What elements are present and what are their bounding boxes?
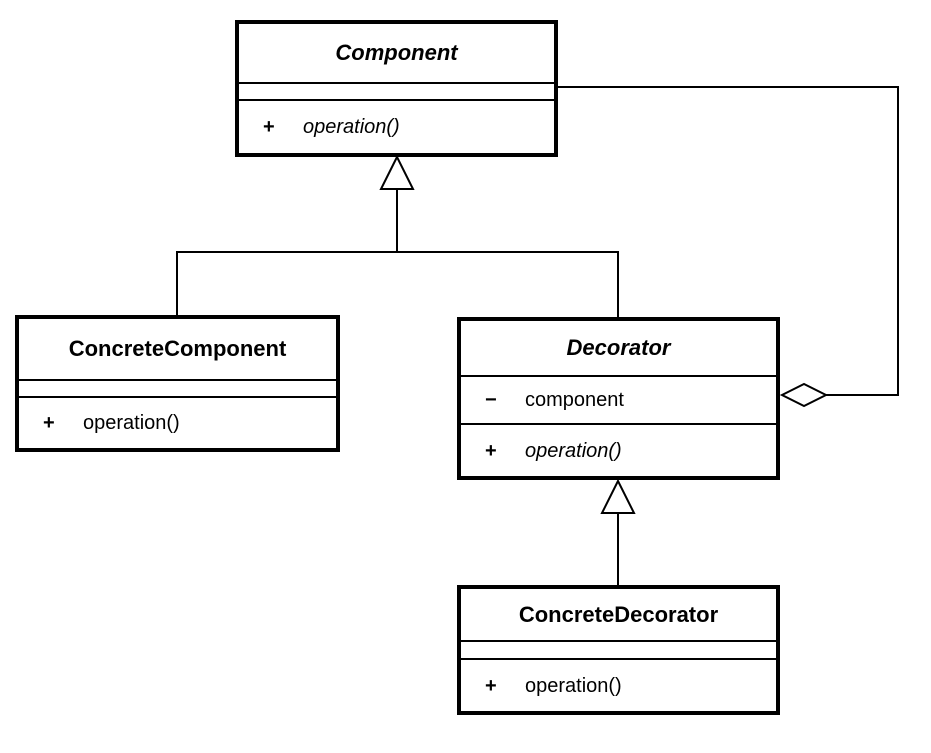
operations-compartment: + operation() <box>461 425 776 476</box>
class-name-concrete-component: ConcreteComponent <box>68 336 287 361</box>
attributes-compartment-empty <box>239 84 554 99</box>
class-box-concrete-component: ConcreteComponent + operation() <box>15 315 340 452</box>
attribute-row: − component <box>461 390 776 410</box>
compartment-separator <box>239 82 554 84</box>
generalization-to-component <box>176 154 619 317</box>
operations-compartment: + operation() <box>239 101 554 153</box>
compartment-separator <box>19 379 336 381</box>
visibility-marker: + <box>485 674 497 697</box>
aggregation-decorator-component <box>558 86 899 408</box>
operation-name: operation() <box>303 116 400 138</box>
attributes-compartment-empty <box>19 381 336 396</box>
hollow-diamond <box>779 382 829 408</box>
class-name-component: Component <box>335 40 458 65</box>
compartment-separator <box>461 658 776 660</box>
compartment-separator <box>239 99 554 101</box>
class-box-decorator: Decorator − component + operation() <box>457 317 780 480</box>
hollow-triangle-arrowhead <box>600 478 636 514</box>
class-box-component: Component + operation() <box>235 20 558 157</box>
operations-compartment: + operation() <box>19 398 336 448</box>
class-name-concrete-decorator: ConcreteDecorator <box>518 601 719 627</box>
visibility-marker: + <box>485 439 497 462</box>
compartment-separator <box>461 640 776 642</box>
attributes-compartment: − component <box>461 377 776 423</box>
hollow-triangle-arrowhead <box>379 154 415 190</box>
operation-row: + operation() <box>461 441 776 461</box>
class-box-concrete-decorator: ConcreteDecorator + operation() <box>457 585 780 715</box>
visibility-marker: + <box>43 412 55 434</box>
visibility-marker: − <box>485 389 497 411</box>
operation-row: + operation() <box>19 413 336 433</box>
operation-name: operation() <box>525 674 622 697</box>
operations-compartment: + operation() <box>461 660 776 711</box>
generalization-to-decorator <box>600 478 636 585</box>
compartment-separator <box>461 423 776 425</box>
attributes-compartment-empty <box>461 642 776 658</box>
attribute-name: component <box>525 389 624 411</box>
operation-name: operation() <box>525 439 622 462</box>
class-name-decorator: Decorator <box>566 335 671 360</box>
compartment-separator <box>19 396 336 398</box>
operation-name: operation() <box>83 412 180 434</box>
operation-row: + operation() <box>461 676 776 696</box>
compartment-separator <box>461 375 776 377</box>
operation-row: + operation() <box>239 117 554 137</box>
visibility-marker: + <box>263 116 275 138</box>
